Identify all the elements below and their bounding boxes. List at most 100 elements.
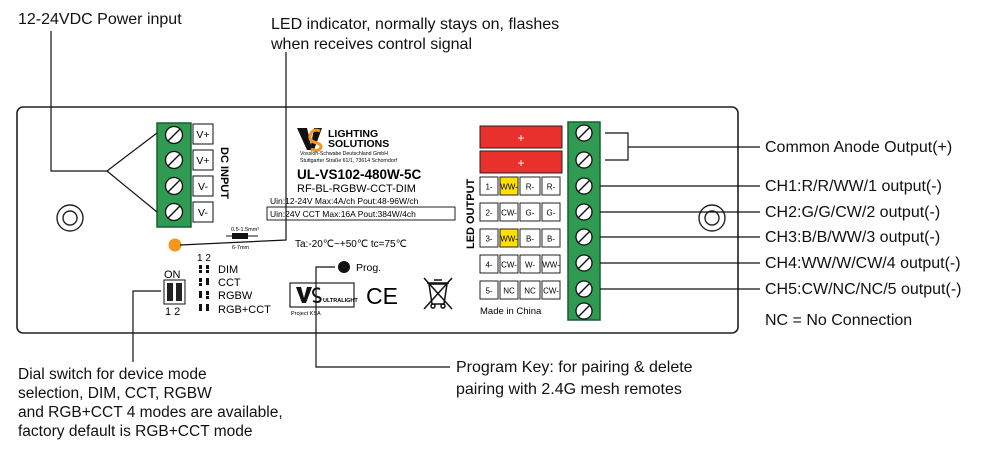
output-cell: R- — [547, 183, 556, 192]
led-indicator — [168, 238, 182, 252]
dip-numbers: 1 2 — [165, 306, 180, 318]
program-key[interactable] — [338, 261, 350, 273]
output-cell: WW- — [542, 261, 560, 270]
output-cell-bg — [519, 202, 541, 222]
output-cell: NC — [524, 287, 536, 296]
common-anode-blocks: + + — [479, 125, 563, 174]
output-cell: 2- — [485, 209, 492, 218]
dip-switch[interactable]: ON 1 2 — [163, 269, 186, 318]
temperature-rating: Ta:-20℃~+50℃ tc=75℃ — [295, 239, 407, 250]
ch1-label: CH1:R/R/WW/1 output(-) — [765, 178, 942, 195]
output-cell-bg — [541, 202, 561, 222]
output-cell-bg — [519, 228, 541, 248]
ce-mark: CE — [366, 283, 398, 309]
dc-terminal-2: V+ — [196, 155, 209, 167]
output-cell: W- — [525, 261, 535, 270]
sub-model: RF-BL-RGBW-CCT-DIM — [297, 183, 416, 195]
output-terminal-slot — [577, 282, 591, 296]
mode-table-header: 1 2 — [197, 253, 211, 264]
output-cell: B- — [547, 235, 555, 244]
weee-bin-icon — [423, 277, 453, 310]
callout-lines — [50, 31, 760, 368]
output-cell-bg — [479, 280, 499, 300]
output-cell-bg — [519, 176, 541, 196]
output-cell: G- — [526, 209, 535, 218]
dial-switch-desc-line3: and RGB+CCT 4 modes are available, — [18, 404, 283, 421]
output-cell: 5- — [485, 287, 492, 296]
company-address: Stuttgarter Straße 61/1, 73614 Schorndor… — [300, 158, 397, 164]
output-cell-bg — [499, 254, 519, 274]
output-cell: R- — [526, 183, 535, 192]
led-indicator-desc-line1: LED indicator, normally stays on, flashe… — [271, 16, 560, 33]
dial-switch-desc-line1: Dial switch for device mode — [18, 366, 207, 383]
dc-terminal-3: V- — [198, 181, 208, 193]
brand-logo — [297, 128, 323, 152]
ch2-label: CH2:G/G/CW/2 output(-) — [765, 204, 941, 221]
wire-spec-indicator: 0.5-1.5mm² 6-7mm — [226, 227, 259, 251]
output-cell: B- — [526, 235, 534, 244]
output-cell: CW- — [501, 209, 517, 218]
output-cell: 4- — [485, 261, 492, 270]
program-key-desc-line2: pairing with 2.4G mesh remotes — [456, 381, 682, 398]
nc-note: NC = No Connection — [765, 312, 913, 329]
mode-rgb-cct: RGB+CCT — [218, 304, 271, 316]
anode-plus-2: + — [517, 156, 524, 170]
wire-spec-size: 0.5-1.5mm² — [231, 227, 259, 233]
output-cell-bg — [499, 280, 519, 300]
led-output-label: LED OUTPUT — [465, 178, 477, 249]
company-name: Vossloh-Schwabe Deutschland GmbH — [300, 151, 388, 157]
model-number: UL-VS102-480W-5C — [297, 167, 422, 182]
brand-line-1: LIGHTING — [328, 128, 378, 140]
output-table: 1- WW- R- R- 2- CW- G- G- 3- WW- B- B- 4- CW- W- WW- 5- N… — [479, 176, 561, 300]
output-terminal-slot — [577, 179, 591, 193]
output-cell-bg — [499, 202, 519, 222]
output-cell-bg — [519, 254, 541, 274]
output-cell-bg — [479, 202, 499, 222]
dc-input-terminal-block: V+ V+ V- V- DC INPUT — [156, 122, 230, 228]
output-cell: G- — [547, 209, 556, 218]
anode-plus-1: + — [517, 131, 524, 145]
output-cell: 1- — [485, 183, 492, 192]
dial-switch-desc-line4: factory default is RGB+CCT mode — [18, 423, 253, 440]
ultralight-label: ULTRALIGHT — [323, 298, 358, 304]
output-cell-bg — [499, 228, 519, 248]
ch3-label: CH3:B/B/WW/3 output(-) — [765, 229, 941, 246]
output-cell-bg — [479, 254, 499, 274]
output-cell-bg — [541, 228, 561, 248]
output-terminal-slot — [577, 126, 591, 140]
output-cell-bg — [541, 176, 561, 196]
output-terminal-slot — [577, 153, 591, 167]
ultralight-logo: ULTRALIGHT — [289, 282, 358, 308]
output-terminal-block — [567, 121, 601, 321]
dc-input-label: DC INPUT — [218, 147, 230, 199]
dc-terminal-4: V- — [198, 207, 208, 219]
output-cell: NC — [503, 287, 515, 296]
brand-line-2: SOLUTIONS — [328, 138, 389, 150]
output-terminal-slot — [577, 205, 591, 219]
output-cell-bg — [541, 254, 561, 274]
output-terminal-slot — [577, 230, 591, 244]
output-cell: CW- — [543, 287, 559, 296]
output-cell: WW- — [500, 183, 518, 192]
common-anode-label: Common Anode Output(+) — [765, 139, 953, 156]
spec-24v-box — [266, 206, 456, 221]
output-cell-bg — [479, 228, 499, 248]
output-cell: WW- — [500, 235, 518, 244]
ch5-label: CH5:CW/NC/NC/5 output(-) — [765, 281, 962, 298]
dip-on-label: ON — [164, 269, 181, 281]
output-cell: 3- — [485, 235, 492, 244]
output-cell-bg — [541, 280, 561, 300]
mode-cct: CCT — [218, 277, 241, 289]
mode-rgbw: RGBW — [218, 290, 253, 302]
program-key-desc-line1: Program Key: for pairing & delete — [456, 359, 693, 376]
ch4-label: CH4:WW/W/CW/4 output(-) — [765, 255, 961, 272]
output-cell-bg — [479, 176, 499, 196]
project-label: Project KSA — [291, 311, 321, 317]
dc-terminal-1: V+ — [196, 129, 209, 141]
made-in-label: Made in China — [480, 306, 542, 317]
spec-12v: Uin:12-24V Max:4A/ch Pout:48-96W/ch — [270, 196, 419, 206]
program-key-label: Prog. — [356, 262, 381, 274]
power-input-label: 12-24VDC Power input — [18, 11, 182, 28]
led-indicator-desc-line2: when receives control signal — [271, 36, 472, 53]
